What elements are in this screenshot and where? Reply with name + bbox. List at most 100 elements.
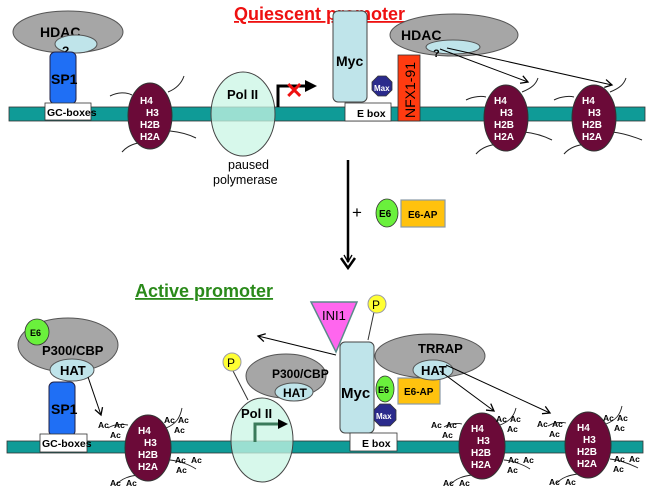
histone-h2b: H2B bbox=[471, 448, 491, 459]
ini1-shape bbox=[309, 301, 359, 354]
quiescent-title: Quiescent promoter bbox=[234, 4, 405, 24]
paused-pol2: Pol II paused polymerase bbox=[210, 71, 278, 187]
histone-h2b: H2B bbox=[138, 450, 158, 461]
pol2-active-shape bbox=[230, 397, 294, 483]
pol2-active-label: Pol II bbox=[241, 406, 272, 421]
transition-e6ap-shape bbox=[400, 199, 446, 228]
acetyl-mark: Ac bbox=[191, 455, 202, 465]
blocked-x-icon: ✕ bbox=[285, 78, 303, 103]
acetyl-mark: Ac bbox=[549, 477, 560, 487]
transition-e6-label: E6 bbox=[379, 209, 392, 220]
active-pol2: Pol II P bbox=[222, 352, 294, 483]
histone-h2a: H2A bbox=[138, 462, 158, 473]
histone-h3: H3 bbox=[583, 435, 596, 446]
active-p300-sp1-complex: E6 P300/CBP HAT SP1 GC-boxes bbox=[17, 317, 119, 453]
phospho-myc-shape bbox=[367, 294, 387, 314]
ebox-shape bbox=[344, 102, 392, 122]
gc-boxes-active-shape bbox=[39, 433, 88, 453]
histone-h3: H3 bbox=[146, 108, 159, 119]
histone-h3: H3 bbox=[477, 436, 490, 447]
myc-active-label: Myc bbox=[341, 385, 370, 402]
histone-h2a: H2A bbox=[140, 132, 160, 143]
p300-left-label: P300/CBP bbox=[42, 343, 104, 358]
active-nucleosome-2: H4 H3 H2B H2A Ac Ac Ac Ac Ac Ac Ac Ac Ac… bbox=[431, 407, 534, 488]
histone-h4: H4 bbox=[494, 96, 507, 107]
acetyl-mark: Ac bbox=[442, 430, 453, 440]
histone-h2a: H2A bbox=[471, 460, 491, 471]
hdac-left-subunit bbox=[54, 34, 98, 54]
acetyl-mark: Ac bbox=[459, 478, 470, 488]
histone-h4: H4 bbox=[577, 423, 590, 434]
gc-boxes-active-label: GC-boxes bbox=[42, 438, 92, 450]
hdac-right-shape bbox=[389, 13, 519, 57]
acetyl-mark: Ac bbox=[629, 454, 640, 464]
hat-mid-shape bbox=[274, 382, 314, 402]
phospho-myc-label: P bbox=[372, 298, 380, 312]
acetyl-mark: Ac bbox=[549, 429, 560, 439]
p300-mid-label: P300/CBP bbox=[272, 367, 329, 381]
ebox-active-shape bbox=[349, 432, 398, 452]
hdac-arrow-2 bbox=[446, 47, 614, 88]
histone-h2b: H2B bbox=[582, 120, 602, 131]
acetyl-mark: Ac bbox=[552, 419, 563, 429]
e6-left-label: E6 bbox=[30, 328, 41, 338]
myc-shape bbox=[332, 10, 368, 103]
acetyl-mark: Ac bbox=[614, 454, 625, 464]
acetyl-mark: Ac bbox=[110, 478, 121, 488]
trrap-complex: TRRAP HAT bbox=[374, 333, 486, 381]
acetyl-mark: Ac bbox=[510, 414, 521, 424]
active-myc-complex: P Myc E6 Max E6-AP E box bbox=[339, 294, 441, 452]
quiescent-myc-complex: Myc Max E box HDAC ? NFX1-91 bbox=[332, 10, 519, 122]
pol2-label: Pol II bbox=[227, 87, 258, 102]
trrap-arrow-1 bbox=[439, 370, 496, 412]
p300-mid-complex: P300/CBP HAT bbox=[245, 353, 329, 402]
histone-h4: H4 bbox=[471, 424, 484, 435]
histone-h4: H4 bbox=[582, 96, 595, 107]
acetyl-mark: Ac bbox=[496, 414, 507, 424]
histone-h2a: H2A bbox=[577, 459, 597, 470]
histone-h2b: H2B bbox=[577, 447, 597, 458]
acetyl-mark: Ac bbox=[431, 420, 442, 430]
hat-left-shape bbox=[49, 358, 95, 382]
trrap-arrow-2 bbox=[445, 364, 552, 415]
e6-left-shape bbox=[24, 318, 50, 346]
acetyl-mark: Ac bbox=[523, 455, 534, 465]
hdac-left-question: ? bbox=[62, 44, 69, 58]
trrap-label: TRRAP bbox=[418, 341, 463, 356]
sp1-label: SP1 bbox=[51, 71, 78, 87]
acetyl-mark: Ac bbox=[175, 455, 186, 465]
acetyl-mark: Ac bbox=[565, 477, 576, 487]
acetyl-mark: Ac bbox=[174, 425, 185, 435]
quiescent-nucleosome-2: H4 H3 H2B H2A bbox=[465, 77, 553, 155]
max-active-label: Max bbox=[376, 412, 392, 421]
active-title: Active promoter bbox=[135, 281, 273, 301]
acetyl-mark: Ac bbox=[178, 415, 189, 425]
max-active-shape bbox=[373, 403, 397, 427]
histone-h4: H4 bbox=[140, 96, 153, 107]
hat-left-arrow bbox=[87, 376, 104, 417]
histone-h2b: H2B bbox=[140, 120, 160, 131]
acetyl-mark: Ac bbox=[603, 413, 614, 423]
acetyl-mark: Ac bbox=[613, 464, 624, 474]
acetyl-mark: Ac bbox=[537, 419, 548, 429]
myc-label: Myc bbox=[336, 53, 363, 69]
active-nucleosome-1: H4 H3 H2B H2A Ac Ac Ac Ac Ac Ac Ac Ac Ac… bbox=[98, 407, 202, 488]
acetyl-mark: Ac bbox=[508, 455, 519, 465]
histone-h2a: H2A bbox=[494, 132, 514, 143]
e6-active-shape bbox=[375, 375, 395, 403]
hdac-arrow-1 bbox=[439, 48, 530, 84]
ini1-label: INI1 bbox=[322, 308, 346, 323]
hat-mid-label: HAT bbox=[283, 386, 307, 400]
tss-active-arrow-icon bbox=[253, 422, 280, 442]
nfx-shape bbox=[397, 54, 421, 122]
ebox-label: E box bbox=[357, 108, 386, 120]
max-label: Max bbox=[374, 84, 390, 93]
histone-h3: H3 bbox=[500, 108, 513, 119]
gc-boxes-label: GC-boxes bbox=[47, 107, 97, 119]
phospho-pol2-label: P bbox=[227, 356, 235, 370]
active-dna-strand bbox=[6, 440, 644, 454]
transition-e6-shape bbox=[375, 198, 399, 228]
hat-trrap-shape bbox=[412, 359, 454, 381]
transition-arrowhead-icon bbox=[339, 257, 357, 271]
